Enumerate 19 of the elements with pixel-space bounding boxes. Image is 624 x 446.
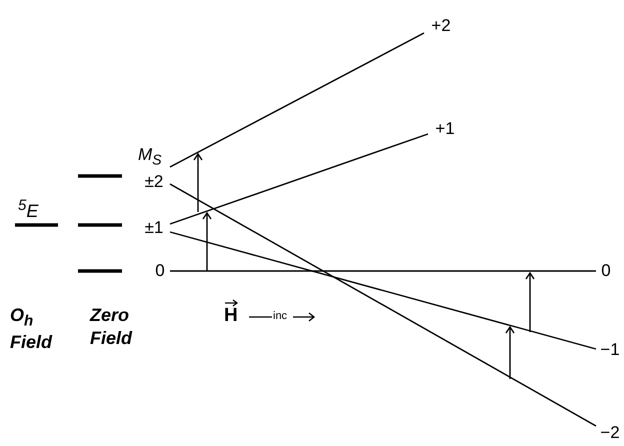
level-label: +1 [428,117,462,141]
term-symbol: $^{5}$E [18,197,38,222]
level-label: 0 [150,259,170,283]
field-label: O$_{h}$ Field [10,304,54,354]
energy-level-line [170,133,428,225]
field-label: Zero Field [90,304,134,349]
level-label: −1 [596,338,624,362]
energy-level-line [170,231,596,350]
spin-label: M$_{S}$ [138,145,162,168]
level-label: −2 [596,421,624,445]
level-label: ±1 [138,214,170,242]
level-label: +2 [424,14,458,38]
level-label: ±2 [138,166,170,198]
direction-label: inc [273,310,288,322]
field-symbol: H [224,305,238,327]
energy-level-line [170,183,596,427]
energy-level-line [170,32,424,168]
energy-level-line [170,270,596,272]
level-label: 0 [596,260,616,282]
